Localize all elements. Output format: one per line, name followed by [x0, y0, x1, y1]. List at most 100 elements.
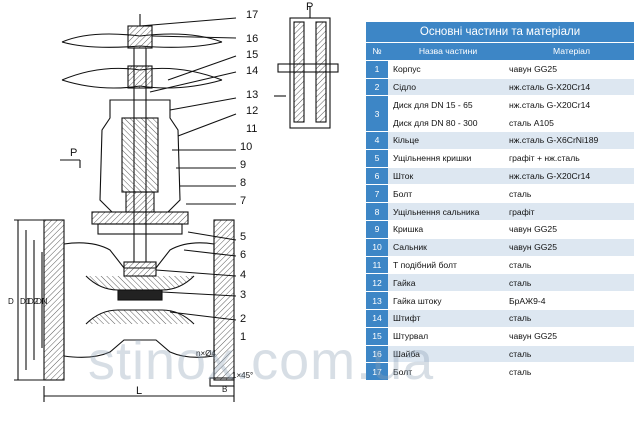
row-name: Диск для DN 15 - 65 — [388, 95, 503, 114]
row-material: сталь — [503, 362, 634, 381]
row-num: 8 — [366, 202, 388, 220]
row-num: 12 — [366, 273, 388, 292]
row-num: 13 — [366, 291, 388, 309]
row-num: 10 — [366, 237, 388, 256]
row-name: Кришка — [388, 219, 503, 238]
callout-6: 6 — [240, 249, 246, 261]
row-name: Диск для DN 80 - 300 — [388, 113, 503, 131]
flow-label-left: P — [70, 147, 77, 159]
row-num: 15 — [366, 326, 388, 345]
row-name: Ущільнення сальника — [388, 202, 503, 220]
row-num: 6 — [366, 166, 388, 185]
row-name: Корпус — [388, 59, 503, 78]
callout-8: 8 — [240, 177, 246, 189]
row-material: сталь — [503, 344, 634, 363]
table-row: 14 Штифт сталь — [366, 308, 634, 327]
table-row: 4 Кільце нж.сталь G-X6CrNi189 — [366, 130, 634, 149]
callout-5: 5 — [240, 231, 246, 243]
row-name: Гайка штоку — [388, 291, 503, 309]
table-row: 11 Т подібний болт сталь — [366, 255, 634, 274]
table-row: 8 Ущільнення сальника графіт — [366, 202, 634, 220]
callout-14: 14 — [246, 65, 258, 77]
table-title: Основні частини та матеріали — [366, 22, 634, 42]
row-name: Гайка — [388, 273, 503, 292]
header-material: Матеріал — [503, 42, 634, 60]
row-num: 3 — [366, 95, 388, 131]
row-name: Сальник — [388, 237, 503, 256]
row-num: 14 — [366, 308, 388, 327]
dim-d: D — [8, 297, 14, 306]
table-row: 12 Гайка сталь — [366, 273, 634, 292]
row-name: Т подібний болт — [388, 255, 503, 274]
valve-drawing: 17 16 15 14 13 12 11 10 9 8 7 5 6 4 3 2 … — [8, 1, 339, 402]
row-material: чавун GG25 — [503, 326, 634, 345]
row-material: сталь — [503, 184, 634, 203]
header-name: Назва частини — [388, 42, 503, 60]
callout-4: 4 — [240, 269, 246, 281]
flow-label-right: P — [306, 1, 313, 13]
table-row: 15 Штурвал чавун GG25 — [366, 326, 634, 345]
row-num: 1 — [366, 59, 388, 78]
row-name: Болт — [388, 362, 503, 381]
row-name: Штифт — [388, 308, 503, 327]
row-num: 5 — [366, 148, 388, 167]
dim-dn: DN — [36, 297, 48, 306]
row-material: нж.сталь G-X20Cr14 — [503, 77, 634, 96]
row-name: Сідло — [388, 77, 503, 96]
row-name: Кільце — [388, 130, 503, 149]
callout-12: 12 — [246, 105, 258, 117]
row-material: чавун GG25 — [503, 219, 634, 238]
row-num: 9 — [366, 219, 388, 238]
dim-b: B — [222, 385, 227, 394]
row-num: 17 — [366, 362, 388, 381]
row-num: 7 — [366, 184, 388, 203]
row-material: сталь — [503, 255, 634, 274]
parts-materials-table: Основні частини та матеріали № Назва час… — [366, 22, 634, 381]
row-num: 2 — [366, 77, 388, 96]
table-row: 9 Кришка чавун GG25 — [366, 219, 634, 238]
row-name: Ущільнення кришки — [388, 148, 503, 167]
row-name: Шток — [388, 166, 503, 185]
row-num: 11 — [366, 255, 388, 274]
callout-1: 1 — [240, 331, 246, 343]
callout-13: 13 — [246, 89, 258, 101]
row-material: нж.сталь G-X20Cr14 — [503, 166, 634, 185]
section-detail — [277, 6, 339, 129]
table-row: 6 Шток нж.сталь G-X20Cr14 — [366, 166, 634, 185]
table-row: 5 Ущільнення кришки графіт + нж.сталь — [366, 148, 634, 167]
table-row: 10 Сальник чавун GG25 — [366, 237, 634, 256]
row-material: сталь — [503, 273, 634, 292]
callout-11: 11 — [246, 123, 257, 135]
callout-7: 7 — [240, 195, 246, 207]
row-material: сталь A105 — [503, 113, 634, 131]
table-row: 16 Шайба сталь — [366, 344, 634, 363]
table-row: 7 Болт сталь — [366, 184, 634, 203]
table-row: 2 Сідло нж.сталь G-X20Cr14 — [366, 77, 634, 96]
callout-10: 10 — [240, 141, 252, 153]
callout-17: 17 — [246, 9, 258, 21]
row-material: чавун GG25 — [503, 59, 634, 78]
row-name: Штурвал — [388, 326, 503, 345]
callout-9: 9 — [240, 159, 246, 171]
row-material: БрАЖ9-4 — [503, 291, 634, 309]
row-material: нж.сталь G-X6CrNi189 — [503, 130, 634, 149]
callout-2: 2 — [240, 313, 246, 325]
dim-d2: D2 — [28, 297, 39, 306]
header-num: № — [366, 42, 388, 60]
handwheel-upper — [61, 14, 223, 49]
table-row: 13 Гайка штоку БрАЖ9-4 — [366, 291, 634, 309]
row-material: сталь — [503, 308, 634, 327]
valve-body — [43, 219, 235, 381]
dim-l: L — [136, 385, 142, 397]
table-row: 1 Корпус чавун GG25 — [366, 59, 634, 78]
dim-hole: n×Ø4 — [196, 349, 216, 358]
row-material: графіт — [503, 202, 634, 220]
callout-16: 16 — [246, 33, 258, 45]
bonnet — [99, 99, 181, 213]
table-row: 3 Диск для DN 15 - 65 нж.сталь G-X20Cr14 — [366, 95, 634, 131]
table-row: 17 Болт сталь — [366, 362, 634, 381]
row-num: 16 — [366, 344, 388, 363]
callout-15: 15 — [246, 49, 258, 61]
row-material: нж.сталь G-X20Cr14 — [503, 95, 634, 114]
row-name: Шайба — [388, 344, 503, 363]
